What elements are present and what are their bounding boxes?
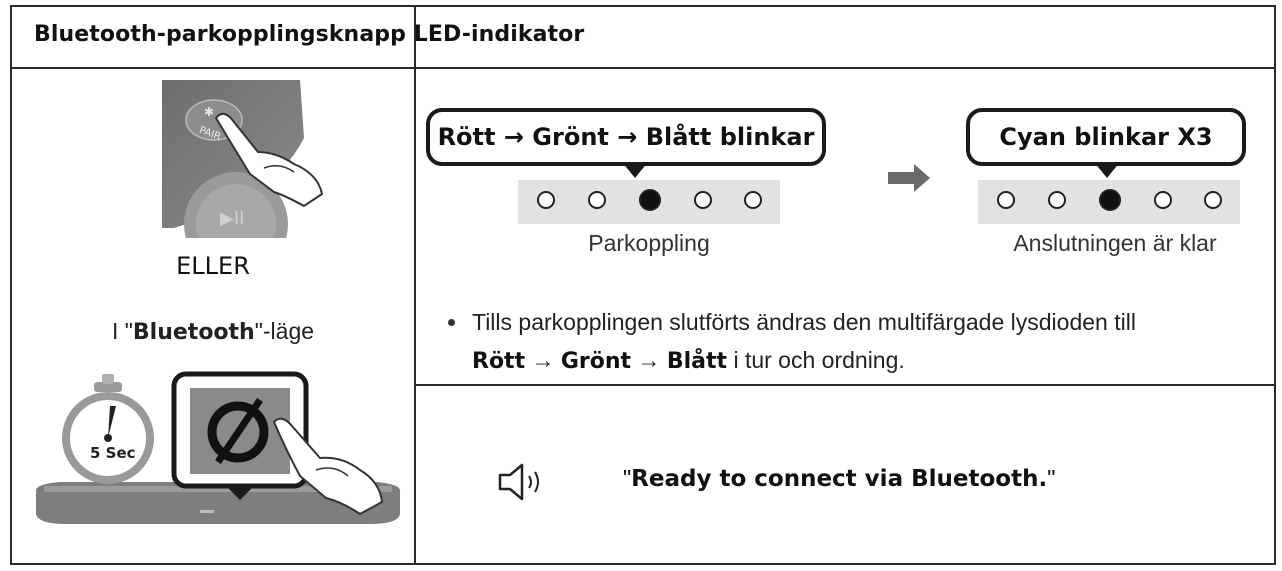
led-indicator [744, 191, 762, 209]
led-strip-pairing [518, 180, 780, 224]
table-title: Bluetooth-parkopplingsknapp LED-indikato… [34, 22, 585, 47]
callout-pointer [622, 162, 648, 178]
header-divider [10, 67, 1276, 69]
led-indicator-active [639, 189, 661, 211]
led-strip-ready [978, 180, 1240, 224]
callout-pointer [1094, 162, 1120, 178]
soundbar-hold-illustration: 5 Sec [35, 371, 401, 524]
right-arrow-icon [888, 164, 930, 192]
led-indicator [997, 191, 1015, 209]
remote-pair-illustration: ▶II ✱ PAIR [162, 80, 324, 238]
or-label: ELLER [176, 252, 250, 280]
led-indicator [537, 191, 555, 209]
led-indicator-active [1099, 189, 1121, 211]
pairing-caption: Parkoppling [588, 230, 710, 256]
svg-text:✱: ✱ [204, 105, 214, 119]
pairing-callout: Rött → Grönt → Blått blinkar [426, 108, 826, 166]
ready-caption: Anslutningen är klar [1013, 230, 1217, 256]
bluetooth-mode-label: I "Bluetooth"-läge [111, 318, 315, 345]
speaker-icon [498, 463, 539, 501]
bullet-dot [448, 319, 455, 326]
row-divider [414, 384, 1276, 386]
led-indicator [1204, 191, 1222, 209]
timer-label: 5 Sec [90, 444, 136, 462]
note-line-1: Tills parkopplingen slutförts ändras den… [472, 309, 1136, 335]
led-indicator [694, 191, 712, 209]
svg-text:▶II: ▶II [220, 208, 244, 229]
note-line-2: Rött → Grönt → Blått i tur och ordning. [472, 347, 905, 374]
info-table [10, 5, 1276, 565]
led-indicator [1154, 191, 1172, 209]
led-indicator [588, 191, 606, 209]
ready-callout: Cyan blinkar X3 [966, 108, 1246, 166]
voice-guide-message: "Ready to connect via Bluetooth." [623, 465, 1056, 492]
column-divider [414, 5, 416, 565]
led-indicator [1048, 191, 1066, 209]
